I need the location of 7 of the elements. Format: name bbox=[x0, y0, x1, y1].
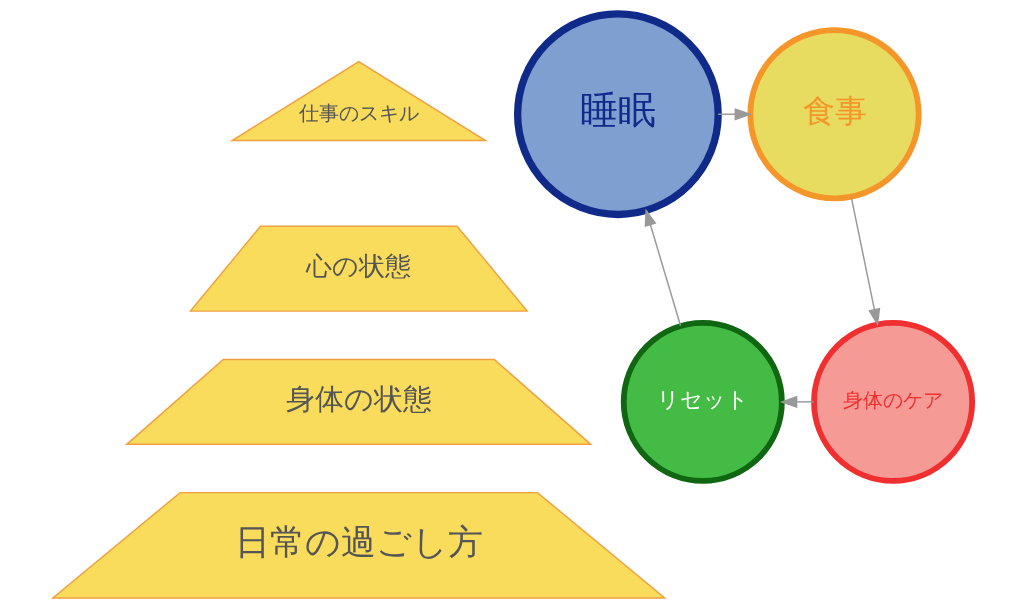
node-circle: 睡眠 bbox=[513, 10, 722, 219]
node-circle: 食事 bbox=[746, 27, 922, 202]
arrow bbox=[850, 196, 880, 327]
arrow bbox=[779, 395, 814, 409]
arrow bbox=[644, 208, 681, 327]
node-circle: 身体のケア bbox=[810, 319, 975, 484]
node-circle: リセット bbox=[620, 319, 785, 484]
